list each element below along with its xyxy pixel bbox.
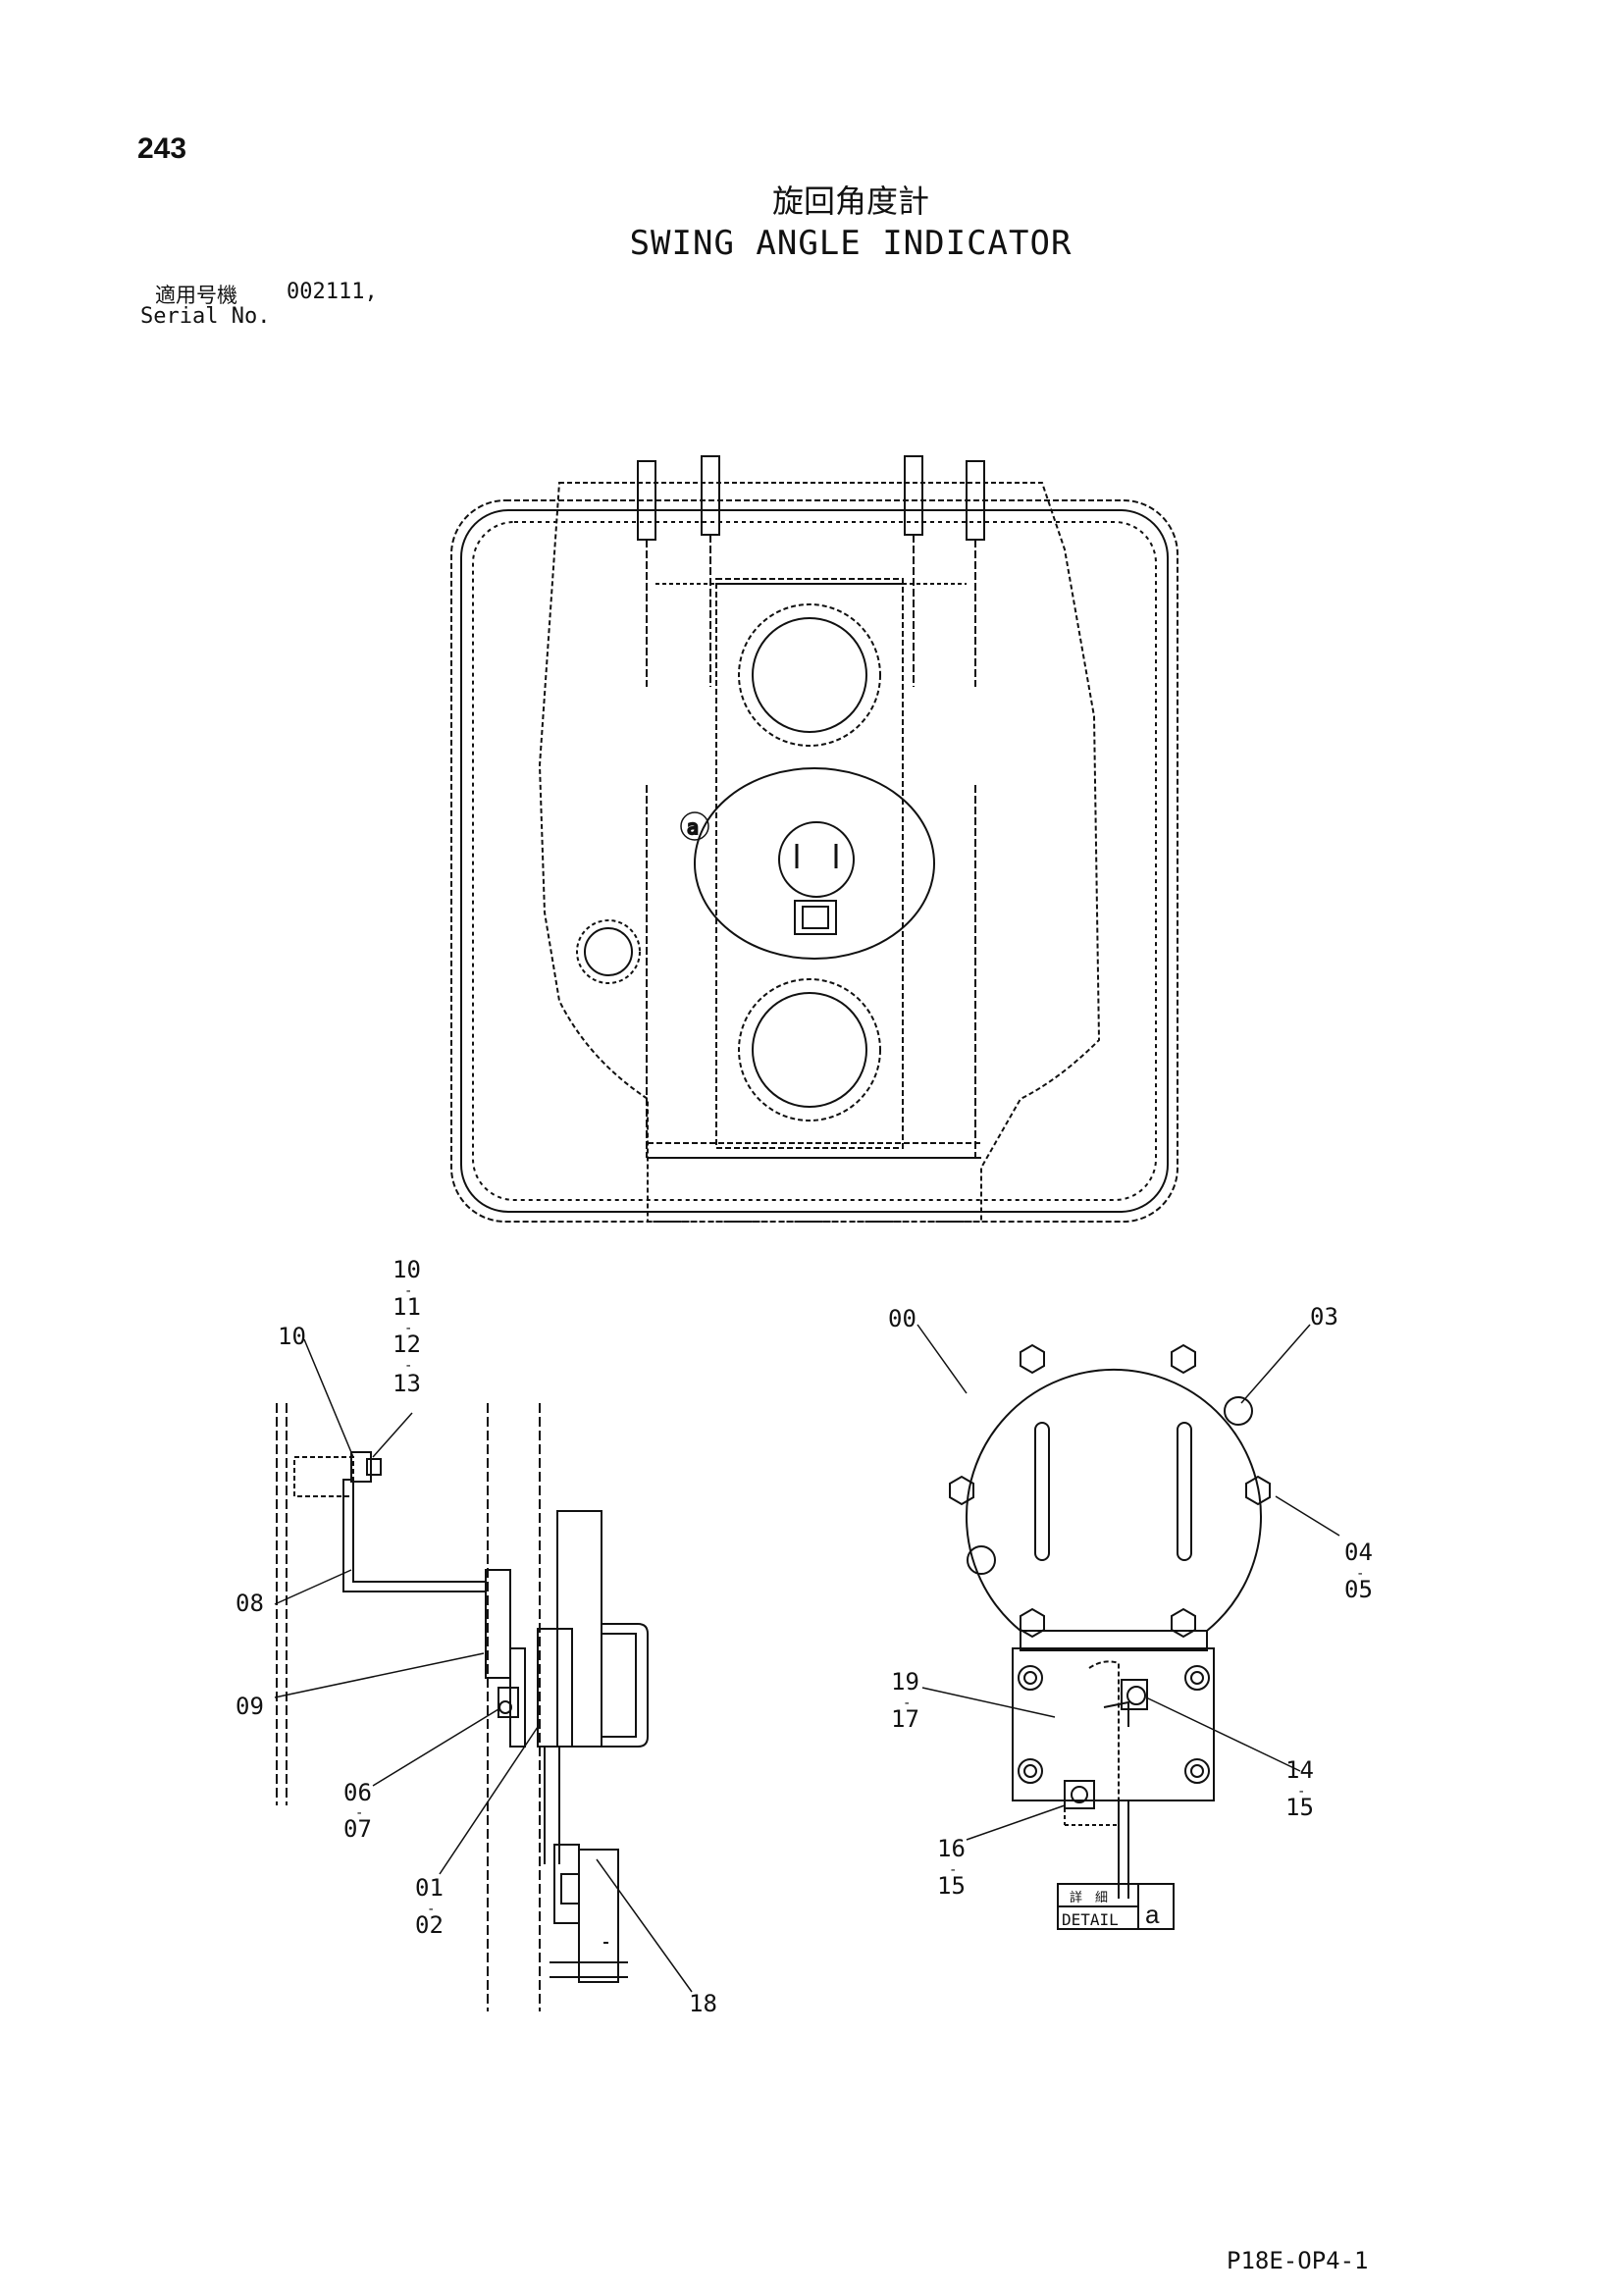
svg-text:-: - [404,1283,412,1299]
callout-08: 08 [236,1590,264,1617]
svg-text:-: - [355,1805,363,1821]
page-number: 243 [137,132,187,165]
svg-text:-: - [903,1696,911,1711]
detail-view-drawing [949,1343,1271,1899]
callout-16: 16 [937,1835,966,1862]
detail-box [1057,1883,1175,1930]
callout-19: 19 [891,1668,919,1696]
callout-00: 00 [888,1305,916,1332]
serial-number: 002111, [287,280,378,304]
callout-15: 15 [1285,1794,1314,1821]
callout-15b: 15 [937,1872,966,1900]
serial-label-jp: 適用号機 [155,284,237,307]
callout-12-stack: 12 [393,1331,421,1358]
svg-text:-: - [949,1862,957,1878]
svg-text:-: - [1297,1784,1305,1800]
callout-18: 18 [689,1990,717,2017]
callout-01: 01 [415,1874,444,1902]
side-view-drawing [276,1403,649,2011]
callout-07: 07 [343,1815,372,1843]
svg-text:-: - [1356,1566,1364,1582]
detail-label-jp: 詳 細 [1070,1890,1108,1905]
detail-label-en: DETAIL [1062,1910,1119,1929]
side-view-labels: 10 - 11 - 12 - 13 10 08 09 06 - 07 01 - … [236,1256,717,2017]
callout-02: 02 [415,1911,444,1939]
svg-text:-: - [404,1321,412,1336]
frame-overview [450,455,1178,1223]
title-japanese: 旋回角度計 [771,183,929,220]
serial-label-en: Serial No. [140,304,271,329]
detail-label-ref: a [1145,1900,1160,1929]
callout-03: 03 [1310,1303,1338,1331]
callout-09: 09 [236,1693,264,1720]
callout-13-stack: 13 [393,1370,421,1397]
callout-10: 10 [278,1323,306,1350]
svg-text:-: - [404,1358,412,1374]
callout-05: 05 [1344,1576,1373,1603]
callout-04: 04 [1344,1539,1373,1566]
callout-06: 06 [343,1779,372,1806]
svg-text:-: - [427,1902,435,1917]
title-english: SWING ANGLE INDICATOR [629,224,1073,263]
detail-view-labels: 00 03 04 - 05 19 - 17 14 - 15 16 - 15 詳 … [888,1303,1373,1929]
callout-10-stack: 10 [393,1256,421,1283]
drawing-code: P18E-OP4-1 [1227,2247,1369,2274]
detail-view-leaders [916,1324,1340,1841]
callout-17: 17 [891,1705,919,1733]
side-view-leaders [274,1338,693,1993]
hinge-rods [637,455,985,1158]
callout-11-stack: 11 [393,1293,421,1321]
callout-14: 14 [1285,1756,1314,1784]
detail-marker-a: a [687,815,699,839]
